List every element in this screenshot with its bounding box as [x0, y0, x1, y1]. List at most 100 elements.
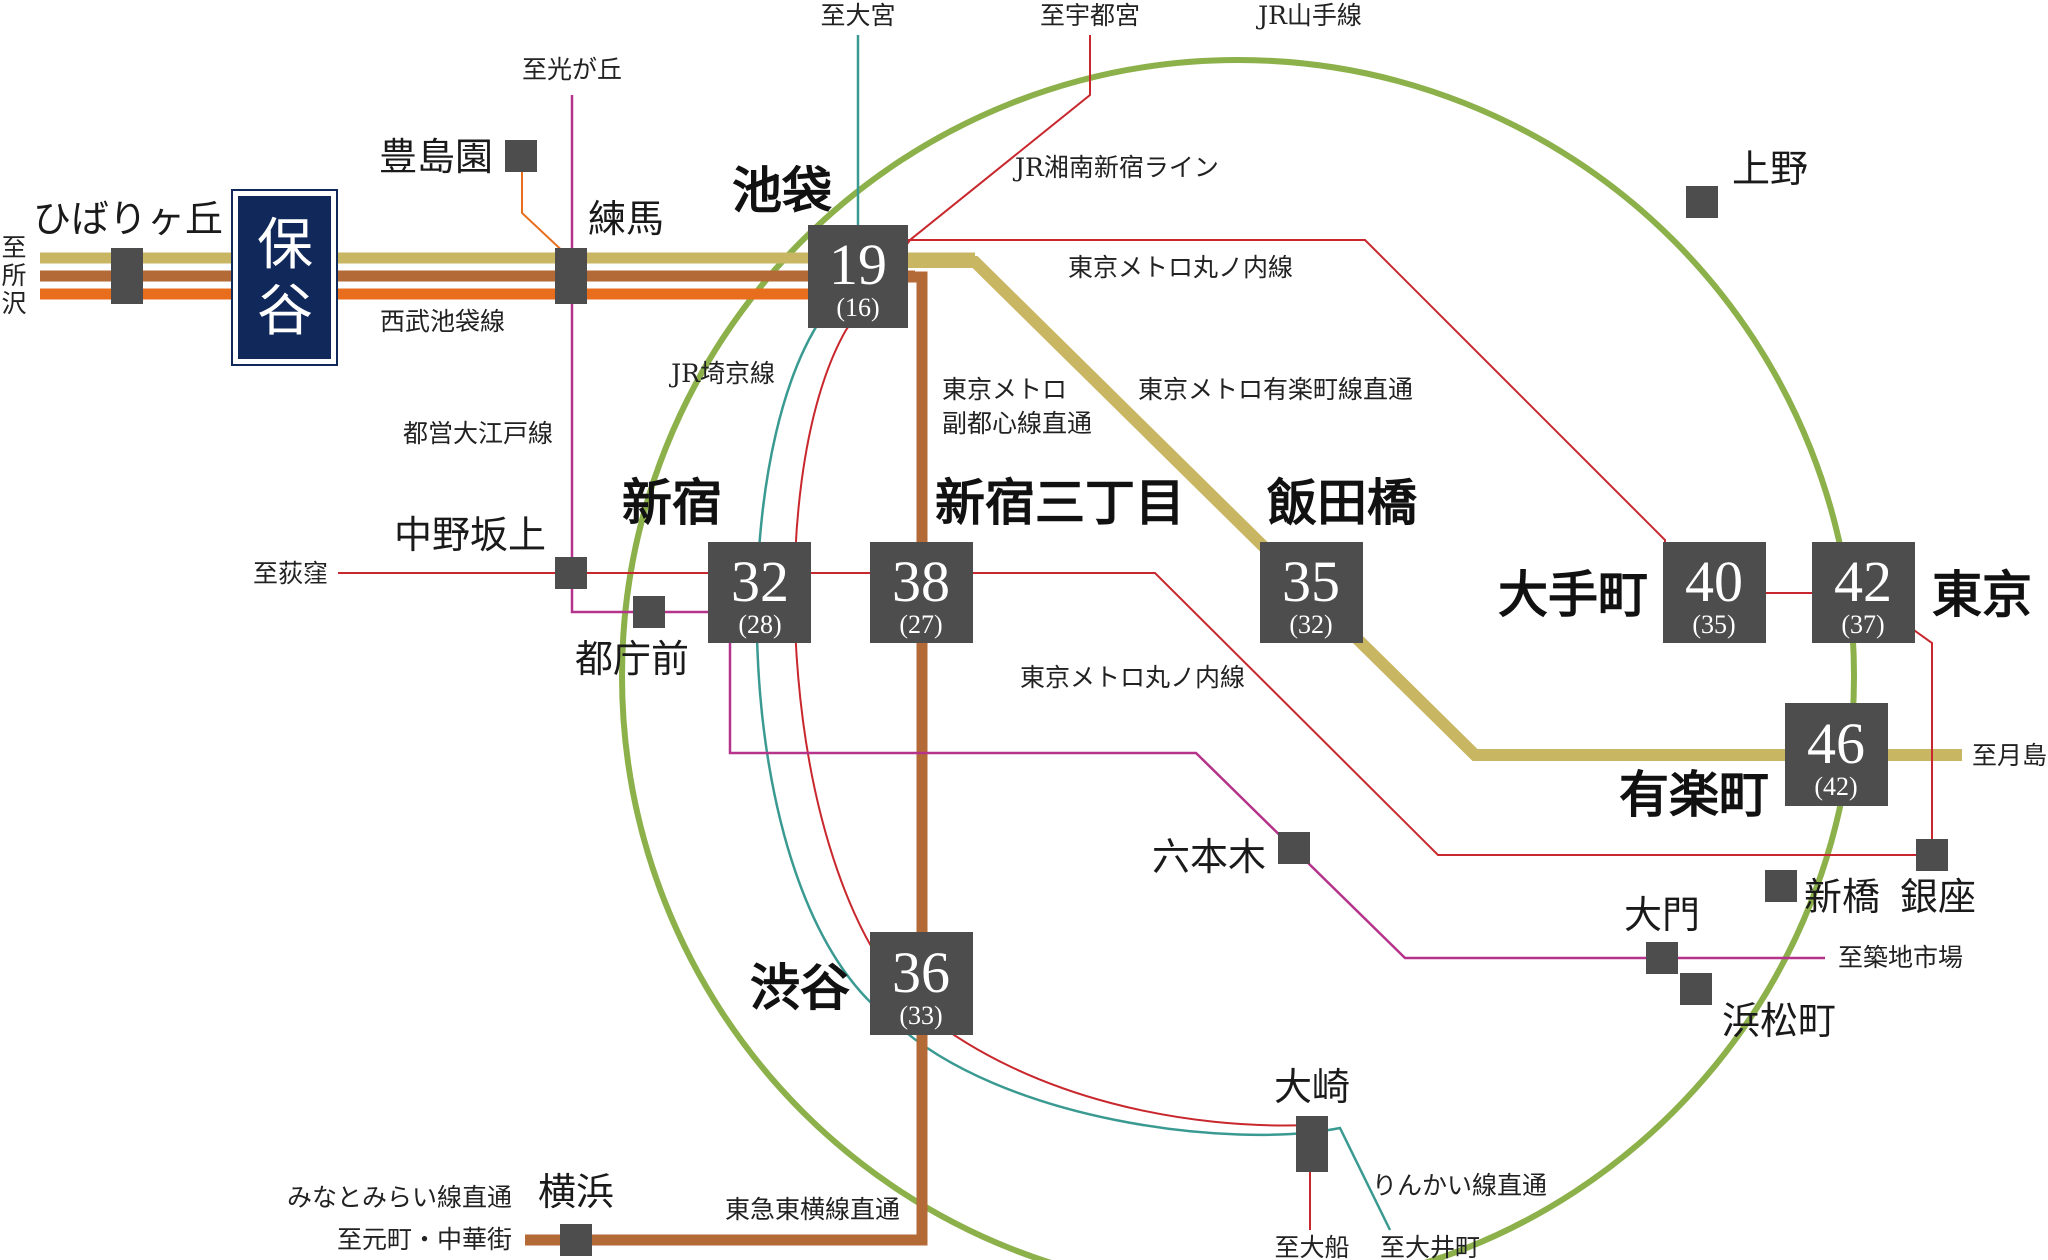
- nakano-sakaue-marker[interactable]: [555, 557, 587, 589]
- station-box: [1785, 703, 1888, 806]
- tsukishima-destination: 至月島: [1972, 741, 2047, 770]
- osaki-marker[interactable]: [1296, 1116, 1328, 1172]
- hikarigaoka-destination: 至光が丘: [522, 55, 622, 84]
- shinjuku-sanchome-name: 新宿三丁目: [935, 473, 1185, 532]
- ogikubo-destination: 至荻窪: [253, 559, 328, 588]
- toshimaen-line: [521, 160, 571, 259]
- minutes-label: 42: [1834, 549, 1892, 614]
- major-station-otemachi[interactable]: 40 (35): [1663, 542, 1766, 643]
- tochomae-name: 都庁前: [575, 637, 689, 681]
- minutes-sub-label: (35): [1692, 610, 1735, 639]
- oimachi-destination: 至大井町: [1380, 1233, 1480, 1260]
- svg-text:所: 所: [1, 261, 26, 290]
- yurakucho-label: 東京メトロ有楽町線直通: [1138, 375, 1413, 404]
- marunouchi-label-1: 東京メトロ丸ノ内線: [1068, 253, 1293, 282]
- minor-station-markers: [111, 140, 1948, 1256]
- nerima-name: 練馬: [588, 197, 664, 241]
- ginza-name: 銀座: [1900, 875, 1976, 919]
- ginza-marker[interactable]: [1916, 839, 1948, 871]
- minutes-sub-label: (32): [1289, 610, 1332, 639]
- tsukiji-destination: 至築地市場: [1838, 943, 1963, 972]
- station-box: [1663, 542, 1766, 643]
- minutes-label: 46: [1807, 711, 1865, 776]
- oedo-label: 都営大江戸線: [403, 419, 553, 448]
- home-station-char-2: 谷: [257, 279, 313, 344]
- minutes-label: 38: [892, 549, 950, 614]
- svg-text:沢: 沢: [1, 289, 26, 318]
- marunouchi-north-line: [905, 239, 1933, 855]
- saikyo-line: [755, 289, 1392, 1231]
- minutes-sub-label: (16): [836, 293, 879, 322]
- station-box: [1260, 542, 1363, 643]
- ueno-marker[interactable]: [1686, 186, 1718, 218]
- oedo-line: [570, 95, 730, 614]
- major-station-tokyo[interactable]: 42 (37): [1812, 542, 1915, 643]
- hibarigaoka-marker[interactable]: [111, 248, 143, 304]
- yurakucho-line: [900, 256, 1962, 761]
- fukutoshin-line: [525, 271, 928, 1246]
- yamanote-label: JR山手線: [1255, 1, 1362, 30]
- nakano-sakaue-name: 中野坂上: [394, 513, 546, 557]
- daimon-marker[interactable]: [1646, 942, 1678, 974]
- hibarigaoka-name: ひばりヶ丘: [33, 197, 223, 241]
- marunouchi-label-2: 東京メトロ丸ノ内線: [1020, 663, 1245, 692]
- home-station-hoya[interactable]: 保 谷: [231, 189, 338, 366]
- fukutoshin-label-2: 副都心線直通: [942, 409, 1092, 438]
- minutes-label: 40: [1685, 549, 1743, 614]
- daimon-name: 大門: [1624, 893, 1700, 937]
- shonan-shinjuku-label: JR湘南新宿ライン: [1012, 153, 1219, 182]
- yamanote-line-group: [619, 57, 1857, 1260]
- yurakucho-name: 有楽町: [1619, 765, 1769, 824]
- roppongi-marker[interactable]: [1278, 832, 1310, 864]
- ofuna-destination: 至大船: [1274, 1233, 1349, 1260]
- nerima-marker[interactable]: [555, 248, 587, 304]
- minutes-sub-label: (28): [738, 610, 781, 639]
- station-box: [870, 542, 973, 643]
- yokohama-marker[interactable]: [560, 1224, 592, 1256]
- major-station-shibuya[interactable]: 36 (33): [870, 932, 973, 1035]
- ueno-name: 上野: [1732, 147, 1808, 191]
- shinbashi-marker[interactable]: [1765, 870, 1797, 902]
- tokorozawa-destination: 至 所 沢: [1, 233, 26, 318]
- tochomae-marker[interactable]: [633, 596, 665, 628]
- toshimaen-marker[interactable]: [505, 140, 537, 172]
- minutes-label: 36: [892, 940, 950, 1005]
- omiya-destination: 至大宮: [820, 1, 895, 30]
- station-box: [870, 932, 973, 1035]
- station-box: [808, 225, 908, 328]
- minutes-sub-label: (27): [899, 610, 942, 639]
- seibu-label: 西武池袋線: [380, 307, 505, 336]
- utsunomiya-destination: 至宇都宮: [1040, 1, 1140, 30]
- station-box: [708, 542, 811, 643]
- minutes-label: 19: [829, 232, 887, 297]
- oedo-line-south: [728, 612, 1825, 960]
- iidabashi-name: 飯田橋: [1267, 473, 1417, 532]
- minatomirai-label: みなとみらい線直通: [287, 1183, 512, 1212]
- motomachi-destination: 至元町・中華街: [337, 1225, 512, 1254]
- major-station-yurakucho[interactable]: 46 (42): [1785, 703, 1888, 806]
- toshimaen-name: 豊島園: [379, 135, 493, 179]
- home-station-box: [238, 196, 331, 359]
- shinbashi-name: 新橋: [1804, 875, 1880, 919]
- minutes-sub-label: (42): [1814, 772, 1857, 801]
- svg-text:至: 至: [1, 233, 26, 262]
- minutes-label: 35: [1282, 549, 1340, 614]
- hamamatsucho-marker[interactable]: [1680, 973, 1712, 1005]
- otemachi-name: 大手町: [1498, 565, 1648, 624]
- major-station-shinjuku-sanchome[interactable]: 38 (27): [870, 542, 973, 643]
- minutes-sub-label: (37): [1841, 610, 1884, 639]
- roppongi-name: 六本木: [1152, 835, 1266, 879]
- osaki-name: 大崎: [1274, 1065, 1350, 1109]
- minutes-sub-label: (33): [899, 1001, 942, 1030]
- major-station-iidabashi[interactable]: 35 (32): [1260, 542, 1363, 643]
- major-station-ikebukuro[interactable]: 19 (16): [808, 225, 908, 328]
- major-station-shinjuku[interactable]: 32 (28): [708, 542, 811, 643]
- home-station-char-1: 保: [257, 213, 313, 278]
- saikyo-label: JR埼京線: [668, 359, 775, 388]
- toyoko-label: 東急東横線直通: [725, 1195, 900, 1224]
- marunouchi-ginza-line: [920, 572, 1930, 856]
- fukutoshin-label-1: 東京メトロ: [942, 375, 1067, 404]
- hamamatsucho-name: 浜松町: [1722, 999, 1836, 1043]
- yamanote-line: [619, 57, 1857, 1260]
